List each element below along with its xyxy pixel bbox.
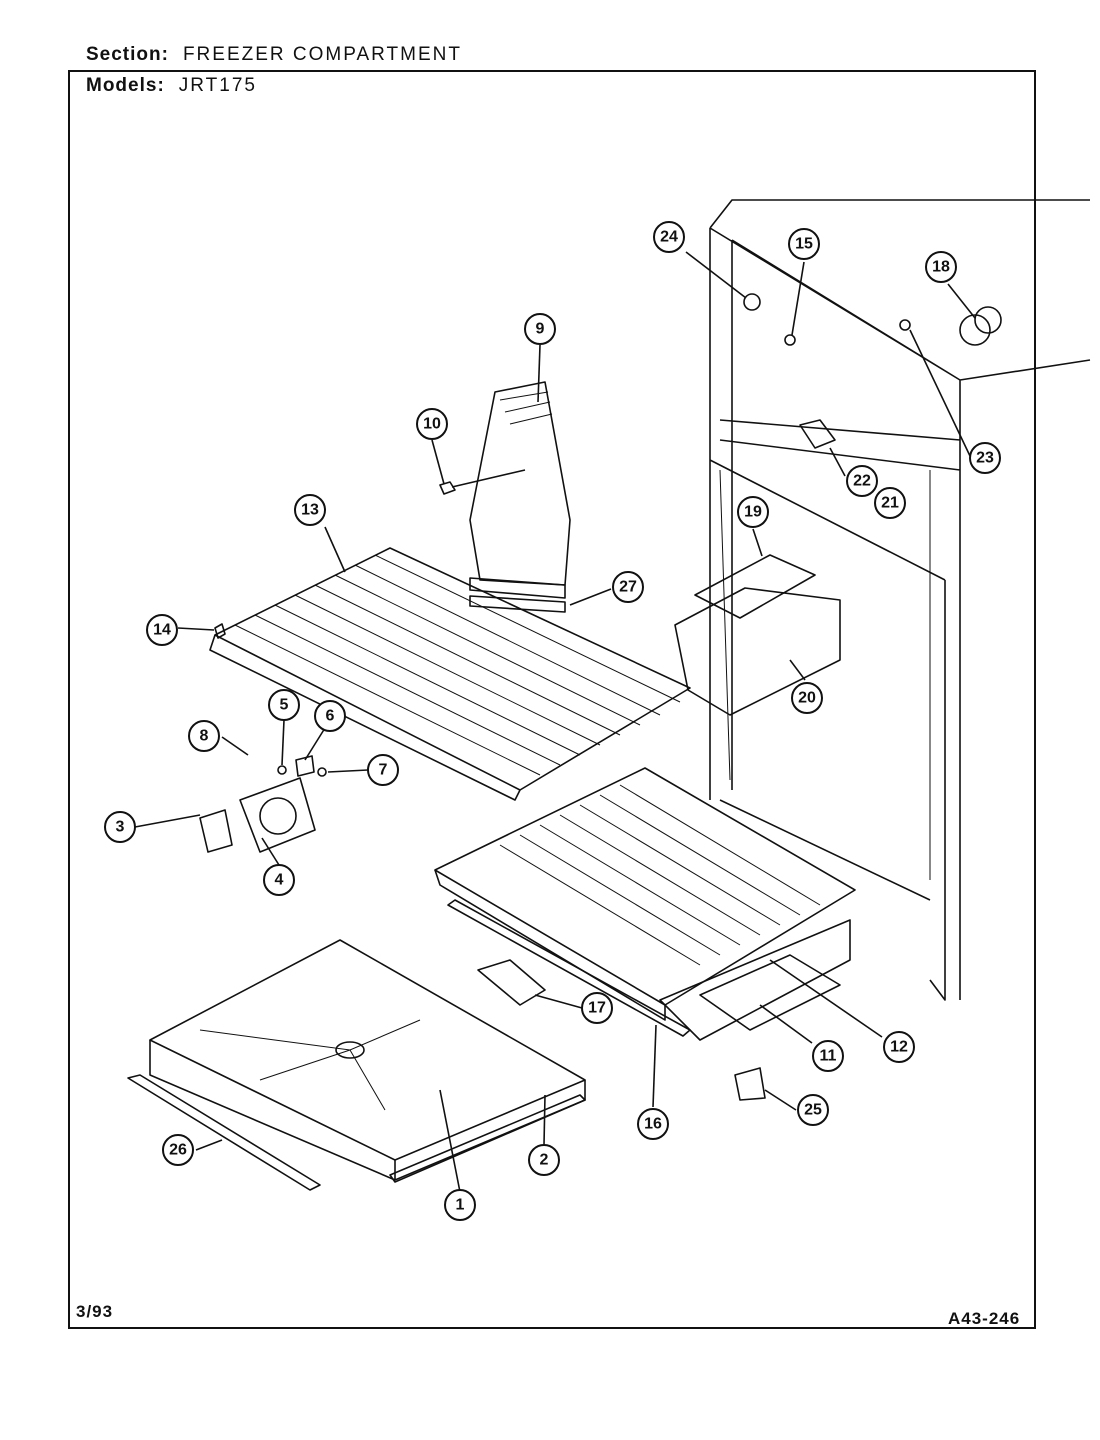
part-2-rail [389,1094,586,1183]
models-heading: Models: JRT175 [86,75,257,97]
svg-text:11: 11 [820,1048,837,1065]
part-21-22-bracket [799,419,836,449]
part-27-duct-base [469,595,566,613]
part-24-bushing [743,293,761,311]
svg-text:20: 20 [798,690,816,707]
part-18-thermostat-knob [959,306,1002,346]
part-9-duct [469,381,571,599]
svg-text:3: 3 [116,819,125,836]
svg-text:12: 12 [890,1039,908,1056]
part-3-4-8-fan-motor-assembly [199,777,316,853]
svg-text:9: 9 [536,321,545,338]
svg-text:17: 17 [588,1000,606,1017]
svg-text:6: 6 [326,708,335,725]
part-16-rail [447,899,691,1037]
part-26-trim-strip [127,1074,321,1191]
section-label: Section: [86,44,169,65]
part-7-screw [317,767,327,777]
section-value: FREEZER COMPARTMENT [182,44,462,65]
callout-21: 21 [874,487,906,519]
cabinet-liner [709,199,1091,1001]
callout-25: 25 [797,1094,829,1126]
callout-24: 24 [653,221,685,253]
callout-7: 7 [367,754,399,786]
part-17-deflector [477,959,546,1006]
svg-text:26: 26 [169,1142,187,1159]
callout-3: 3 [104,811,136,843]
svg-text:24: 24 [660,229,678,246]
callout-14: 14 [146,614,178,646]
callout-27: 27 [612,571,644,603]
callout-20: 20 [791,682,823,714]
callout-6: 6 [314,700,346,732]
callout-10: 10 [416,408,448,440]
callout-11: 11 [812,1040,844,1072]
callout-16: 16 [637,1108,669,1140]
callout-12: 12 [883,1031,915,1063]
part-19-20-ice-tray-and-bin [674,554,841,716]
callout-2: 2 [528,1144,560,1176]
part-25-clip [734,1067,766,1101]
part-13-wire-shelf [209,547,691,801]
section-heading: Section: FREEZER COMPARTMENT [86,44,462,66]
part-15-screw [784,334,796,346]
footer-date: 3/93 [76,1302,114,1321]
callout-26: 26 [162,1134,194,1166]
callout-8: 8 [188,720,220,752]
models-label: Models: [86,75,165,96]
part-10-screw [439,469,526,495]
part-14-shelf-trim [214,623,226,639]
svg-text:23: 23 [976,450,994,467]
svg-text:18: 18 [932,259,950,276]
svg-text:16: 16 [644,1116,662,1133]
callout-5: 5 [268,689,300,721]
part-11-cover [699,954,841,1031]
svg-text:8: 8 [200,728,209,745]
callout-1: 1 [444,1189,476,1221]
svg-text:21: 21 [881,495,899,512]
footer-code: A43-246 [948,1309,1021,1328]
callout-15: 15 [788,228,820,260]
svg-text:4: 4 [275,872,284,889]
svg-text:22: 22 [853,473,871,490]
callout-18: 18 [925,251,957,283]
callout-9: 9 [524,313,556,345]
svg-text:13: 13 [301,502,319,519]
part-23-plug [899,319,911,331]
callout-13: 13 [294,494,326,526]
svg-text:27: 27 [619,579,637,596]
svg-text:5: 5 [280,697,289,714]
svg-text:25: 25 [804,1102,822,1119]
models-value: JRT175 [178,75,257,96]
callout-22: 22 [846,465,878,497]
diagram-frame [68,70,1036,1329]
leader-lines [134,251,976,1193]
svg-text:14: 14 [153,622,171,639]
svg-text:15: 15 [795,236,813,253]
svg-text:2: 2 [540,1152,549,1169]
svg-text:10: 10 [423,416,441,433]
svg-text:7: 7 [379,762,388,779]
part-5-screw [277,765,287,775]
callout-4: 4 [263,864,295,896]
part-12-freezer-floor [434,767,856,1041]
svg-text:1: 1 [456,1197,465,1214]
callout-17: 17 [581,992,613,1024]
callout-19: 19 [737,496,769,528]
svg-text:19: 19 [744,504,762,521]
callout-23: 23 [969,442,1001,474]
part-1-drip-pan [149,939,586,1181]
